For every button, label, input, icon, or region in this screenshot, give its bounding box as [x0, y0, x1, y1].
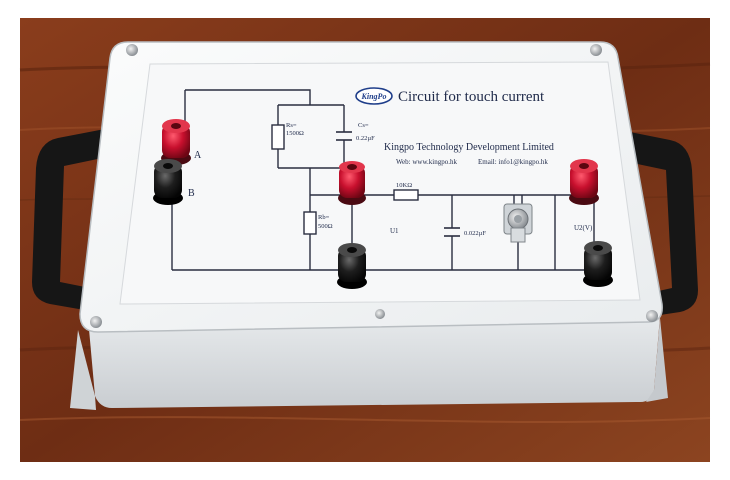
capacitor-cs-icon	[336, 131, 352, 141]
terminal-a-label: A	[194, 150, 202, 161]
u2-label: U2(V)	[574, 224, 593, 232]
cs-value: 0.22µF	[356, 135, 375, 142]
email-address: Email: info1@kingpo.hk	[478, 158, 548, 166]
u1-label: U1	[390, 227, 399, 235]
terminal-a-red[interactable]	[161, 119, 191, 165]
rs-value: 1500Ω	[286, 130, 304, 137]
bnc-connector-icon[interactable]	[503, 203, 533, 243]
rs-label: Rs=	[286, 122, 297, 129]
capacitor-c1-icon	[444, 227, 460, 237]
device-title: Circuit for touch current	[398, 89, 545, 105]
r1-value: 10KΩ	[396, 182, 412, 189]
enclosure-body	[70, 316, 668, 410]
kingpo-logo: KingPo	[355, 87, 393, 105]
screw-icon	[90, 44, 658, 328]
rb-value: 500Ω	[318, 223, 333, 230]
resistor-rs-icon	[271, 124, 285, 150]
terminal-u2-red[interactable]	[569, 159, 599, 205]
terminal-b-label: B	[188, 188, 195, 199]
rb-label: Rb=	[318, 214, 330, 221]
logo-text: KingPo	[361, 92, 387, 101]
enclosure-top	[79, 41, 663, 333]
terminal-middle-black[interactable]	[337, 243, 367, 289]
right-handle	[618, 130, 698, 318]
cs-label: Cs=	[358, 122, 369, 129]
terminal-u2-black[interactable]	[583, 241, 613, 287]
terminal-middle-red[interactable]	[338, 161, 366, 205]
c1-value: 0.022µF	[464, 230, 486, 237]
resistor-10k-icon	[393, 189, 419, 201]
resistor-rb-icon	[303, 211, 317, 235]
terminal-b-black[interactable]	[153, 159, 183, 205]
web-address: Web: www.kingpo.hk	[396, 158, 458, 166]
company-name: Kingpo Technology Development Limited	[384, 142, 554, 153]
left-handle	[32, 128, 112, 312]
